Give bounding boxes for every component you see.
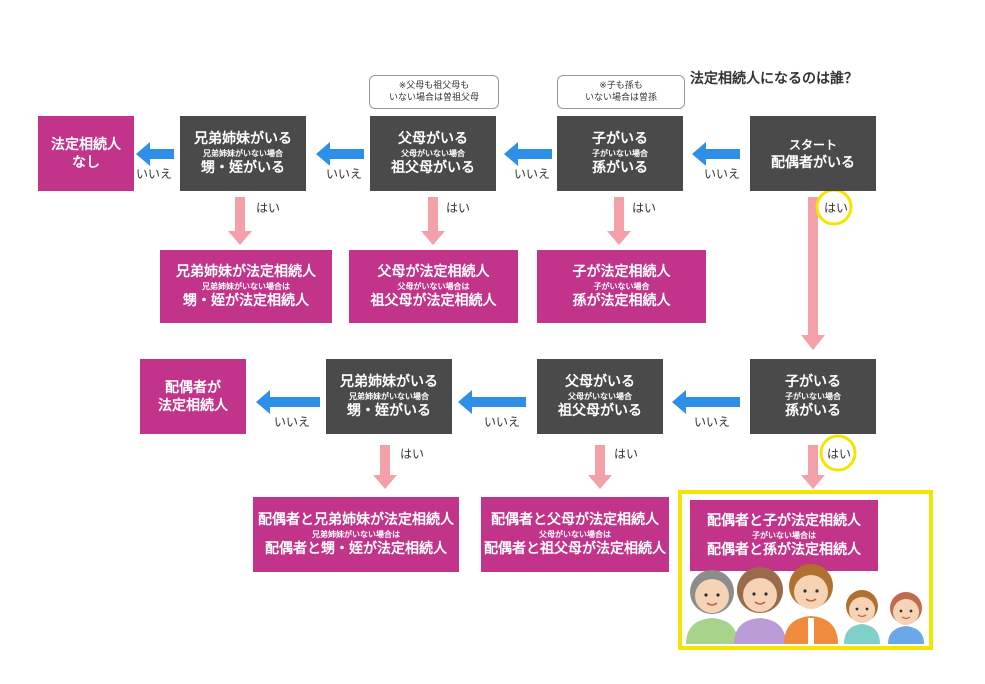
no-heir-box: 法定相続人 なし bbox=[38, 116, 134, 191]
row2-siblings-main: 兄弟姉妹がいる bbox=[340, 374, 438, 390]
start-label: スタート bbox=[788, 137, 837, 152]
row1-children-result-sub: 子がいない場合 bbox=[593, 282, 650, 291]
yes-label-7: はい bbox=[827, 447, 852, 461]
person-mother-icon bbox=[734, 567, 786, 644]
row2-children-result-sub: 子がいない場合は bbox=[752, 531, 816, 540]
note-children-line2: いない場合は曽孫 bbox=[584, 93, 657, 103]
no-label-2: いいえ bbox=[514, 167, 551, 181]
row2-parents-result-main: 配偶者と父母が法定相続人 bbox=[491, 512, 659, 528]
row2-children-result-alt: 配偶者と孫が法定相続人 bbox=[707, 542, 861, 558]
row2-siblings-alt: 甥・姪がいる bbox=[347, 403, 431, 419]
row1-parents-sub: 父母がいない場合 bbox=[401, 149, 465, 158]
row2-parents-box: 父母がいる 父母がいない場合 祖父母がいる bbox=[537, 359, 663, 434]
row1-siblings-result-alt: 甥・姪が法定相続人 bbox=[183, 293, 309, 309]
row2-siblings-sub: 兄弟姉妹がいない場合 bbox=[349, 392, 429, 401]
row1-siblings-result: 兄弟姉妹が法定相続人 兄弟姉妹がいない場合は 甥・姪が法定相続人 bbox=[160, 250, 332, 323]
note-parents-line1: ※父母も祖父母も bbox=[398, 81, 470, 91]
row1-parents-result-alt: 祖父母が法定相続人 bbox=[370, 293, 497, 309]
spouse-only-line2: 法定相続人 bbox=[158, 397, 228, 414]
row2-siblings-result-alt: 配偶者と甥・姪が法定相続人 bbox=[265, 541, 447, 557]
start-question: 配偶者がいる bbox=[771, 154, 855, 171]
row1-parents-main: 父母がいる bbox=[398, 131, 468, 147]
no-label-3: いいえ bbox=[326, 167, 363, 181]
yes-label-2: はい bbox=[446, 201, 471, 215]
row2-parents-sub: 父母がいない場合 bbox=[568, 392, 632, 401]
person-child2-icon bbox=[888, 592, 924, 644]
row1-children-main: 子がいる bbox=[592, 131, 648, 147]
highlight-result-box bbox=[678, 490, 933, 650]
person-child1-icon bbox=[844, 590, 880, 644]
row1-parents-result-main: 父母が法定相続人 bbox=[377, 264, 490, 280]
row1-siblings-sub: 兄弟姉妹がいない場合 bbox=[203, 149, 283, 158]
row1-parents-result: 父母が法定相続人 父母がいない場合は 祖父母が法定相続人 bbox=[349, 250, 518, 323]
yes-arrows bbox=[228, 197, 825, 489]
row1-siblings-main: 兄弟姉妹がいる bbox=[194, 131, 292, 147]
row2-parents-main: 父母がいる bbox=[565, 374, 635, 390]
row2-siblings-result: 配偶者と兄弟姉妹が法定相続人 兄弟姉妹がいない場合は 配偶者と甥・姪が法定相続人 bbox=[253, 497, 459, 572]
page-title: 法定相続人になるのは誰？ bbox=[690, 71, 858, 87]
no-arrows-row1 bbox=[136, 142, 740, 166]
family-illustration bbox=[686, 564, 924, 644]
yes-label-3: はい bbox=[632, 201, 657, 215]
row2-children-main: 子がいる bbox=[785, 374, 841, 390]
no-arrows-row2 bbox=[256, 390, 740, 414]
row1-parents-result-sub: 父母がいない場合は bbox=[397, 282, 470, 291]
row1-children-box: 子がいる 子がいない場合 孫がいる bbox=[557, 116, 683, 191]
note-children-line1: ※子も孫も bbox=[599, 81, 643, 91]
row1-children-alt: 孫がいる bbox=[592, 160, 648, 176]
no-label-6: いいえ bbox=[484, 415, 521, 429]
yes-label-1: はい bbox=[256, 201, 281, 215]
no-heir-line1: 法定相続人 bbox=[51, 136, 121, 153]
no-label-4: いいえ bbox=[136, 167, 173, 181]
row1-parents-box: 父母がいる 父母がいない場合 祖父母がいる bbox=[370, 116, 496, 191]
row2-parents-alt: 祖父母がいる bbox=[558, 403, 642, 419]
yes-label-5: はい bbox=[400, 447, 425, 461]
row1-siblings-result-main: 兄弟姉妹が法定相続人 bbox=[176, 264, 316, 280]
person-grandma-icon bbox=[686, 570, 738, 644]
spouse-only-box: 配偶者が 法定相続人 bbox=[140, 359, 246, 434]
row2-children-alt: 孫がいる bbox=[785, 403, 841, 419]
row2-siblings-result-main: 配偶者と兄弟姉妹が法定相続人 bbox=[258, 512, 454, 528]
no-label-1: いいえ bbox=[704, 167, 741, 181]
row1-parents-alt: 祖父母がいる bbox=[391, 160, 475, 176]
row1-children-sub: 子がいない場合 bbox=[592, 149, 648, 158]
row1-siblings-box: 兄弟姉妹がいる 兄弟姉妹がいない場合 甥・姪がいる bbox=[180, 116, 306, 191]
row2-siblings-result-sub: 兄弟姉妹がいない場合は bbox=[312, 530, 400, 539]
row1-children-result: 子が法定相続人 子がいない場合 孫が法定相続人 bbox=[537, 250, 706, 323]
row2-children-result-main: 配偶者と子が法定相続人 bbox=[707, 513, 861, 529]
highlight-circle-yes2 bbox=[819, 434, 857, 472]
row1-children-result-main: 子が法定相続人 bbox=[572, 264, 671, 280]
yes-label-6: はい bbox=[614, 447, 639, 461]
row1-siblings-result-sub: 兄弟姉妹がいない場合は bbox=[202, 282, 290, 291]
note-parents: ※父母も祖父母も いない場合は曽祖父母 bbox=[369, 75, 499, 109]
no-label-7: いいえ bbox=[274, 415, 311, 429]
row2-children-sub: 子がいない場合 bbox=[785, 392, 841, 401]
row1-siblings-alt: 甥・姪がいる bbox=[201, 160, 285, 176]
row2-children-box: 子がいる 子がいない場合 孫がいる bbox=[750, 359, 876, 434]
note-children: ※子も孫も いない場合は曽孫 bbox=[557, 75, 685, 109]
row2-parents-result: 配偶者と父母が法定相続人 父母がいない場合は 配偶者と祖父母が法定相続人 bbox=[481, 497, 669, 572]
row2-parents-result-sub: 父母がいない場合は bbox=[539, 530, 611, 539]
person-father-icon bbox=[784, 564, 838, 644]
row2-parents-result-alt: 配偶者と祖父母が法定相続人 bbox=[484, 541, 666, 557]
no-heir-line2: なし bbox=[72, 154, 100, 171]
note-parents-line2: いない場合は曽祖父母 bbox=[388, 93, 479, 103]
no-label-5: いいえ bbox=[694, 415, 731, 429]
yes-label-4: はい bbox=[824, 201, 849, 215]
row2-children-result: 配偶者と子が法定相続人 子がいない場合は 配偶者と孫が法定相続人 bbox=[690, 500, 878, 571]
start-box: スタート 配偶者がいる bbox=[750, 116, 876, 191]
spouse-only-line1: 配偶者が bbox=[165, 379, 221, 396]
row2-siblings-box: 兄弟姉妹がいる 兄弟姉妹がいない場合 甥・姪がいる bbox=[326, 359, 452, 434]
row1-children-result-alt: 孫が法定相続人 bbox=[572, 293, 671, 309]
